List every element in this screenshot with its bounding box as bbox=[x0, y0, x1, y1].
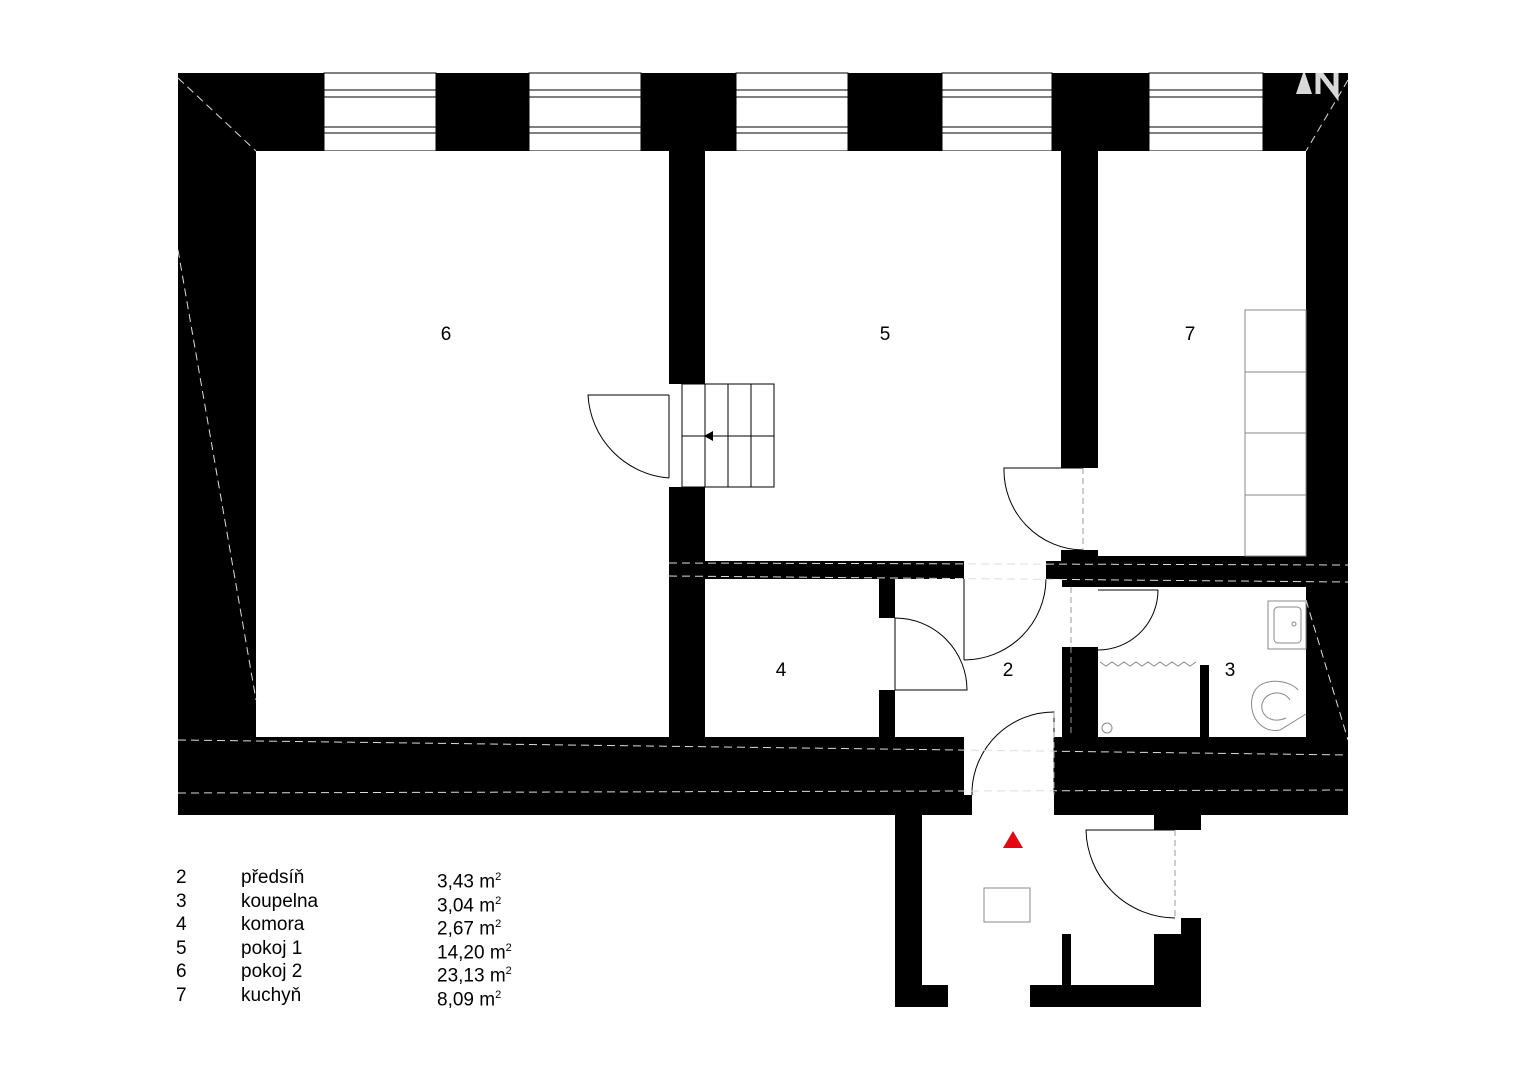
door-opening-4-2 bbox=[879, 618, 895, 690]
shower-curtain bbox=[1099, 661, 1197, 667]
legend-number: 2 bbox=[176, 867, 187, 888]
legend-name: koupelna bbox=[241, 890, 319, 912]
room-2-passage bbox=[964, 737, 1054, 795]
legend-number: 3 bbox=[176, 890, 187, 912]
door-swing-vestibule-side bbox=[1085, 829, 1176, 919]
door-opening-5-7 bbox=[1061, 468, 1098, 550]
legend-row: 6 pokoj 2 23,13 m2 bbox=[172, 960, 592, 986]
legend-name: pokoj 1 bbox=[241, 937, 303, 959]
vestibule-recess bbox=[1154, 830, 1181, 934]
room-label-3: 3 bbox=[1225, 660, 1236, 681]
door-swing-2-5 bbox=[963, 578, 1047, 661]
door-opening-2-vestibule bbox=[972, 795, 1054, 815]
windows-top bbox=[323, 72, 1264, 152]
legend-name: kuchyň bbox=[241, 984, 302, 1006]
room-label-6: 6 bbox=[441, 324, 452, 345]
room-4-floor bbox=[705, 579, 879, 737]
legend-number: 5 bbox=[176, 937, 187, 959]
door-swing-6 bbox=[587, 394, 670, 479]
shower-drain-icon bbox=[1101, 722, 1113, 734]
legend-area: 2,67 m2 bbox=[437, 918, 502, 940]
construction-lines bbox=[177, 77, 1349, 794]
room-7-floor bbox=[1098, 151, 1306, 556]
door-opening-2-3 bbox=[1062, 587, 1098, 647]
legend-row: 3 koupelna 3,04 m2 bbox=[172, 890, 592, 916]
room-label-7: 7 bbox=[1185, 324, 1196, 345]
entrance-triangle-icon bbox=[1003, 831, 1023, 848]
vestibule-floor bbox=[922, 815, 1154, 985]
door-swing-2-3 bbox=[1070, 587, 1159, 737]
legend-area: 14,20 m2 bbox=[437, 941, 512, 963]
room-2-floor bbox=[895, 579, 1062, 737]
door-opening-5-2 bbox=[964, 561, 1046, 579]
legend-row: 5 pokoj 1 14,20 m2 bbox=[172, 937, 592, 963]
toilet-icon bbox=[1251, 680, 1307, 731]
bathroom-partition bbox=[1200, 665, 1209, 737]
legend-row: 4 komora 2,67 m2 bbox=[172, 913, 592, 939]
door-swing-5-7 bbox=[1003, 467, 1084, 551]
legend-number: 4 bbox=[176, 914, 187, 935]
vestibule-side-opening bbox=[1181, 830, 1201, 918]
legend-number: 7 bbox=[176, 984, 187, 1006]
vestibule-fixture bbox=[983, 887, 1031, 923]
legend-row: 2 předsíň 3,43 m2 bbox=[172, 866, 592, 892]
legend-name: komora bbox=[241, 914, 305, 935]
legend-name: pokoj 2 bbox=[241, 961, 303, 982]
stairs bbox=[681, 383, 775, 488]
kitchen-counter bbox=[1244, 309, 1307, 557]
entrance-opening bbox=[948, 985, 1030, 1007]
legend-area: 23,13 m2 bbox=[437, 965, 512, 987]
legend-row: 7 kuchyň 8,09 m2 bbox=[172, 984, 592, 1010]
vestibule-corner-block bbox=[1154, 934, 1201, 985]
room-6-floor bbox=[256, 151, 669, 737]
room-label-4: 4 bbox=[776, 660, 787, 681]
legend-area: 3,04 m2 bbox=[437, 894, 502, 916]
legend-area: 3,43 m2 bbox=[437, 871, 502, 893]
legend-name: předsíň bbox=[241, 867, 305, 888]
door-swing-2-4 bbox=[894, 617, 968, 691]
north-arrow-icon bbox=[1296, 62, 1339, 102]
stair-direction-arrow-icon bbox=[704, 431, 713, 441]
legend-area: 8,09 m2 bbox=[437, 988, 502, 1010]
vestibule-partition bbox=[1062, 934, 1071, 985]
legend-number: 6 bbox=[176, 961, 187, 982]
room-label-2: 2 bbox=[1003, 660, 1014, 681]
room-legend: 2 předsíň 3,43 m2 3 koupelna 3,04 m2 4 k… bbox=[172, 866, 592, 1010]
sink-icon bbox=[1267, 600, 1307, 650]
room-5-floor bbox=[705, 151, 1061, 561]
room-label-5: 5 bbox=[880, 324, 891, 345]
